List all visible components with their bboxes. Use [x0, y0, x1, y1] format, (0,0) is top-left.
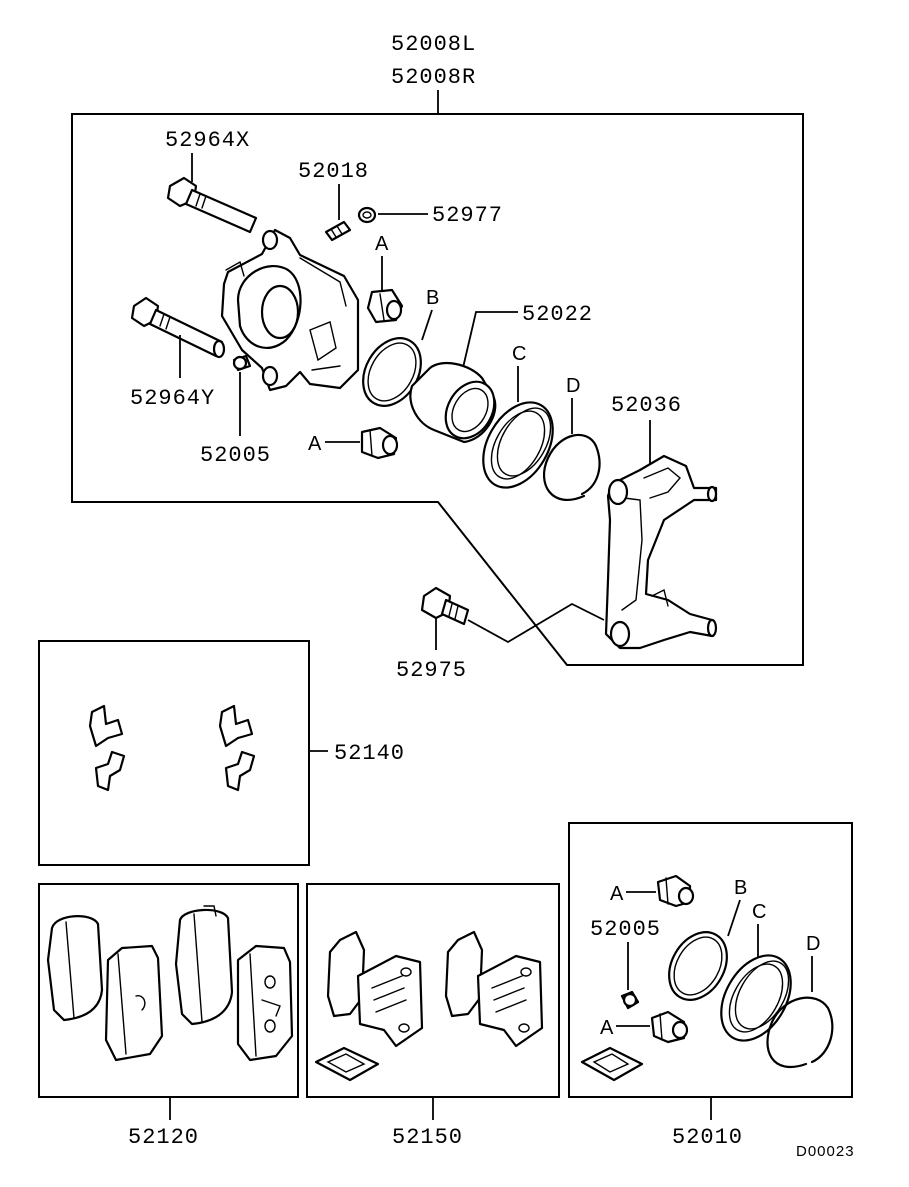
main-assembly-group: 52008L 52008R 52964X 52018 52977 — [71, 32, 804, 683]
label-support[interactable]: 52036 — [611, 393, 682, 418]
seal-kit-group: 52010 A 52005 A B C — [568, 822, 853, 1150]
label-clip-kit[interactable]: 52140 — [334, 741, 405, 766]
kit-dust-boot-upper[interactable] — [656, 874, 695, 908]
label-pad-kit[interactable]: 52120 — [128, 1125, 199, 1150]
kit-leader-b — [727, 899, 741, 937]
leader-piston — [461, 311, 518, 373]
kit-piston-ring-b[interactable] — [657, 922, 738, 1010]
brake-pad-3[interactable] — [174, 905, 234, 1026]
clip-kit-group: 52140 — [38, 640, 405, 866]
label-bleeder[interactable]: 52018 — [298, 159, 369, 184]
label-cap[interactable]: 52977 — [432, 203, 503, 228]
caliper-body[interactable] — [220, 228, 360, 392]
label-bushing[interactable]: 52005 — [200, 443, 271, 468]
brake-pad-2[interactable] — [104, 944, 164, 1062]
brake-pad-4[interactable] — [236, 944, 294, 1062]
kit-label-bushing[interactable]: 52005 — [590, 917, 661, 942]
diagram-id: D00023 — [796, 1143, 855, 1160]
kit-grease-packet[interactable] — [580, 1046, 644, 1082]
label-bolt[interactable]: 52975 — [396, 658, 467, 683]
caliper-support[interactable] — [604, 454, 718, 650]
label-shim-kit[interactable]: 52150 — [392, 1125, 463, 1150]
main-assembly-frame — [71, 113, 804, 666]
kit-bushing[interactable] — [620, 990, 640, 1010]
leader-bolt-to-support — [467, 602, 605, 644]
ref-d[interactable]: D — [566, 375, 580, 397]
bleeder-screw[interactable] — [324, 220, 352, 242]
shim-kit-group: 52150 — [306, 883, 560, 1150]
label-pin-x[interactable]: 52964X — [165, 128, 250, 153]
grease-packet[interactable] — [314, 1046, 380, 1082]
kit-ref-c[interactable]: C — [752, 901, 766, 923]
kit-ref-d[interactable]: D — [806, 933, 820, 955]
pad-kit-group: 52120 — [38, 883, 299, 1150]
anti-squeal-shim-1[interactable] — [326, 930, 424, 1048]
kit-ref-a-upper[interactable]: A — [610, 883, 624, 905]
pad-clip-2[interactable] — [218, 704, 256, 792]
label-pin-y[interactable]: 52964Y — [130, 386, 215, 411]
label-seal-kit[interactable]: 52010 — [672, 1125, 743, 1150]
leader-b — [421, 309, 433, 341]
clip-kit-frame — [38, 640, 310, 866]
retaining-ring-d[interactable] — [542, 433, 601, 502]
dust-boot-lower[interactable] — [360, 426, 399, 460]
ref-c[interactable]: C — [512, 343, 526, 365]
bushing[interactable] — [232, 354, 252, 372]
ref-a-upper[interactable]: A — [375, 233, 389, 255]
anti-squeal-shim-2[interactable] — [444, 930, 544, 1048]
kit-ref-a-lower[interactable]: A — [600, 1017, 614, 1039]
ref-b[interactable]: B — [426, 287, 439, 309]
piston-seal-c[interactable] — [469, 390, 567, 500]
mounting-bolt[interactable] — [420, 586, 470, 626]
dust-boot-upper[interactable] — [366, 288, 404, 324]
kit-dust-boot-lower[interactable] — [650, 1010, 689, 1044]
ref-a-lower[interactable]: A — [308, 433, 322, 455]
label-piston[interactable]: 52022 — [522, 302, 593, 327]
guide-pin-x[interactable] — [166, 176, 258, 234]
brake-pad-1[interactable] — [46, 915, 104, 1022]
guide-pin-y[interactable] — [130, 296, 226, 359]
kit-retaining-ring-d[interactable] — [766, 996, 834, 1069]
pad-clip-1[interactable] — [88, 704, 126, 792]
label-caliper-l[interactable]: 52008L — [391, 32, 476, 57]
piston[interactable] — [409, 361, 504, 447]
kit-ref-b[interactable]: B — [734, 877, 747, 899]
bleeder-cap[interactable] — [357, 206, 377, 224]
pad-kit-frame — [38, 883, 299, 1098]
label-caliper-r[interactable]: 52008R — [391, 65, 476, 90]
